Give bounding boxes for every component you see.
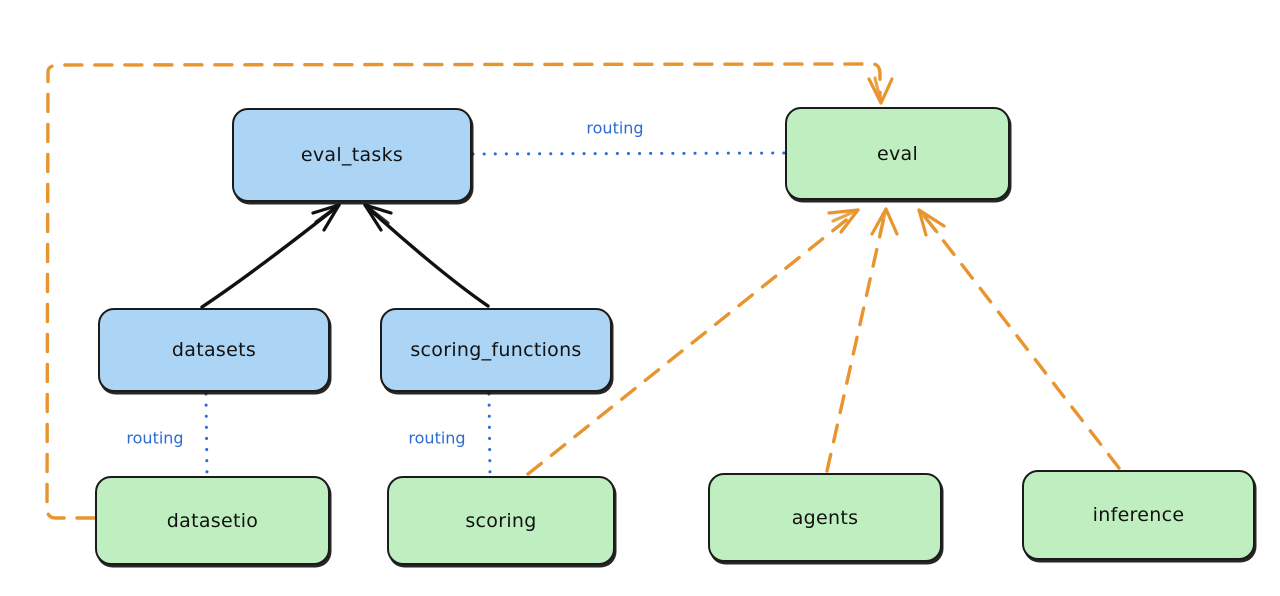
node-label-inference: inference — [1092, 504, 1185, 526]
node-datasetio[interactable]: datasetio — [95, 476, 330, 565]
node-label-datasetio: datasetio — [166, 509, 259, 532]
node-inference[interactable]: inference — [1022, 470, 1255, 560]
edge-label-routing-scoring-functions-scoring: routing — [408, 428, 466, 448]
edge-datasets-to-datasetio — [204, 392, 209, 476]
node-datasets[interactable]: datasets — [98, 308, 330, 392]
node-agents[interactable]: agents — [708, 473, 942, 562]
edge-label-routing-eval-tasks-eval: routing — [586, 118, 644, 138]
node-label-eval-tasks: eval_tasks — [300, 144, 404, 166]
node-label-agents: agents — [791, 506, 859, 529]
node-scoring[interactable]: scoring — [387, 476, 615, 565]
edge-datasets-to-eval_tasks — [200, 203, 341, 309]
edge-scoring_functions-to-eval_tasks — [363, 203, 490, 308]
node-label-scoring: scoring — [465, 509, 537, 532]
node-eval-tasks[interactable]: eval_tasks — [232, 108, 472, 202]
node-eval[interactable]: eval — [785, 107, 1010, 200]
edge-eval_tasks-to-eval — [471, 151, 786, 156]
edge-scoring_functions-to-scoring — [487, 392, 492, 476]
node-label-datasets: datasets — [171, 339, 257, 361]
node-label-scoring-functions: scoring_functions — [410, 339, 582, 361]
node-scoring-functions[interactable]: scoring_functions — [380, 308, 612, 392]
node-label-eval: eval — [876, 142, 919, 165]
edge-label-routing-datasets-datasetio: routing — [126, 428, 184, 448]
edge-inference-to-eval — [917, 208, 1121, 470]
edge-agents-to-eval — [825, 207, 899, 473]
